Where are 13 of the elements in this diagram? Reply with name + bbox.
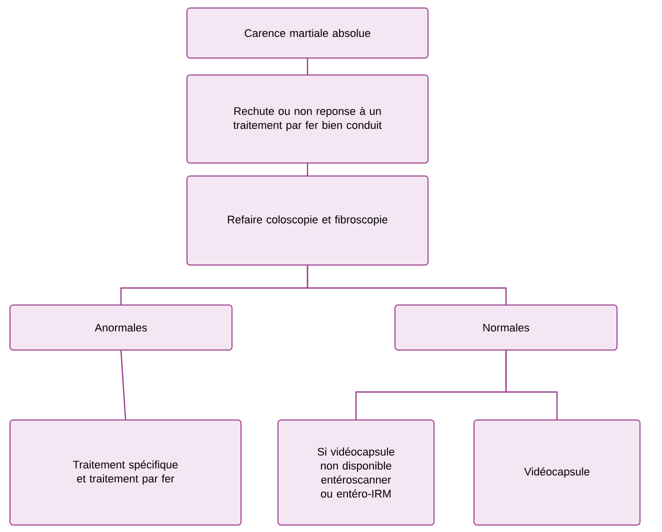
- process-box: Rechute ou non reponse à un traitement par fer bien conduit: [186, 74, 428, 164]
- process-box: Traitement spécifique et traitement par fer: [10, 420, 242, 526]
- connector-line: [306, 58, 308, 74]
- connector-line: [120, 350, 126, 420]
- connector-line: [505, 350, 558, 420]
- connector-line: [306, 164, 308, 176]
- process-box: Anormales: [10, 304, 232, 350]
- process-box: Vidéocapsule: [474, 420, 640, 526]
- process-box: Normales: [394, 304, 618, 350]
- process-box: Carence martiale absolue: [186, 8, 428, 58]
- process-box: Si vidéocapsule non disponible entéroscanner ou entéro-IRM: [278, 420, 434, 526]
- process-box: Refaire coloscopie et fibroscopie: [186, 176, 428, 266]
- connector-line: [306, 266, 507, 304]
